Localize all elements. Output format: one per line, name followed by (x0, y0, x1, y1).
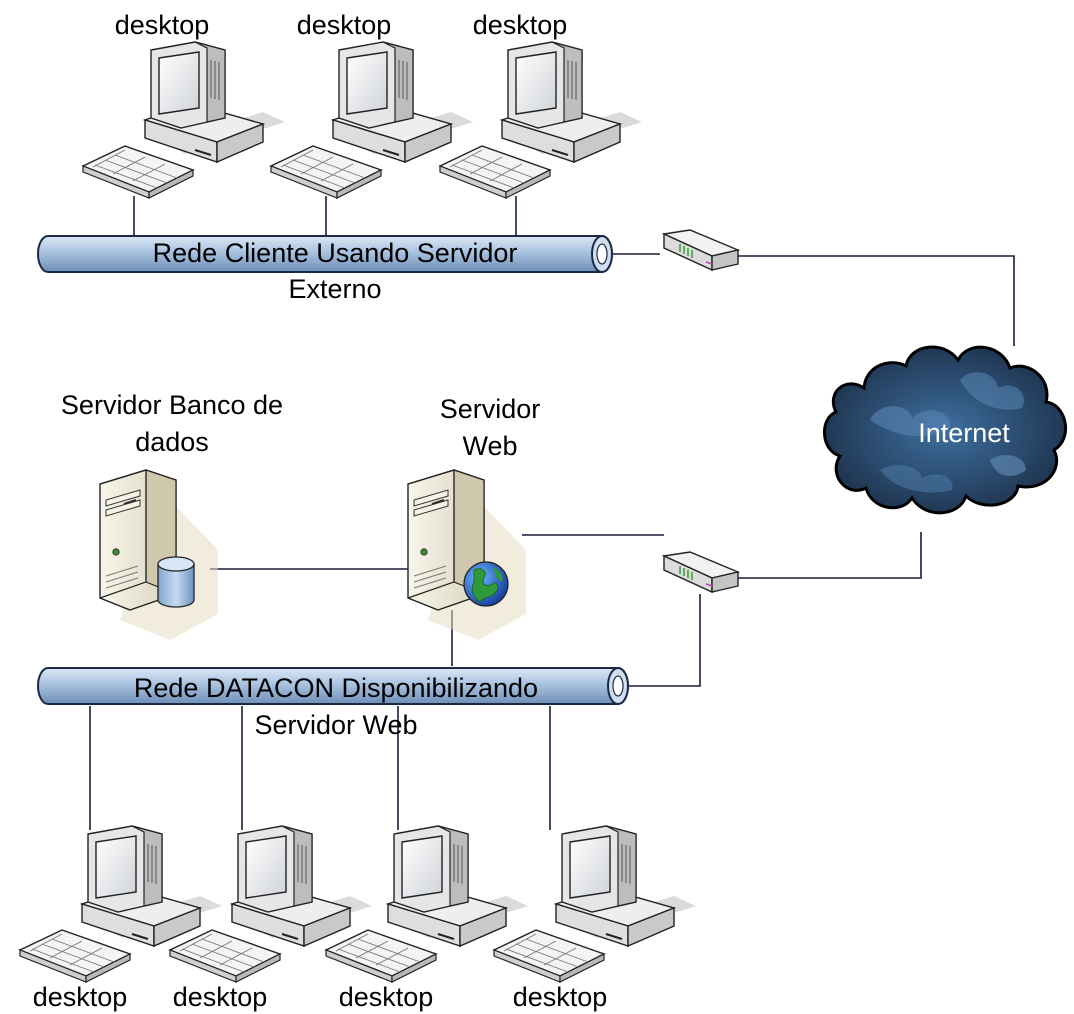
desktop-label: desktop (339, 982, 434, 1012)
desktop-computer-icon (270, 41, 474, 199)
database-server-label-line1: Servidor Banco de (61, 390, 283, 420)
datacon-network-pipe (37, 667, 629, 705)
database-server-icon (98, 468, 220, 642)
desktop-label: desktop (513, 982, 608, 1012)
internet-cloud-icon (823, 345, 1067, 515)
client-network-label-line2: Externo (288, 274, 381, 304)
desktop-label: desktop (473, 10, 568, 40)
database-cylinder-icon (157, 556, 195, 608)
globe-icon (463, 561, 509, 607)
desktop-computer-icon (82, 41, 286, 199)
connection-lines (89, 196, 1015, 830)
datacon-network-label-line1: Rede DATACON Disponibilizando (134, 673, 538, 703)
web-server-label-line2: Web (462, 431, 517, 461)
router-icon (663, 229, 739, 271)
router-icon (663, 551, 739, 593)
desktop-computer-icon (493, 825, 697, 983)
database-server-label-line2: dados (135, 427, 209, 457)
desktop-label: desktop (173, 982, 268, 1012)
internet-label: Internet (918, 418, 1010, 448)
web-server-label-line1: Servidor (440, 394, 541, 424)
datacon-network-label-line2: Servidor Web (254, 710, 417, 740)
desktop-label: desktop (297, 10, 392, 40)
client-network-label-line1: Rede Cliente Usando Servidor (153, 238, 518, 268)
web-server-icon (406, 468, 528, 642)
desktop-computer-icon (439, 41, 643, 199)
desktop-label: desktop (115, 10, 210, 40)
desktop-label: desktop (33, 982, 128, 1012)
client-network-pipe (37, 235, 613, 273)
